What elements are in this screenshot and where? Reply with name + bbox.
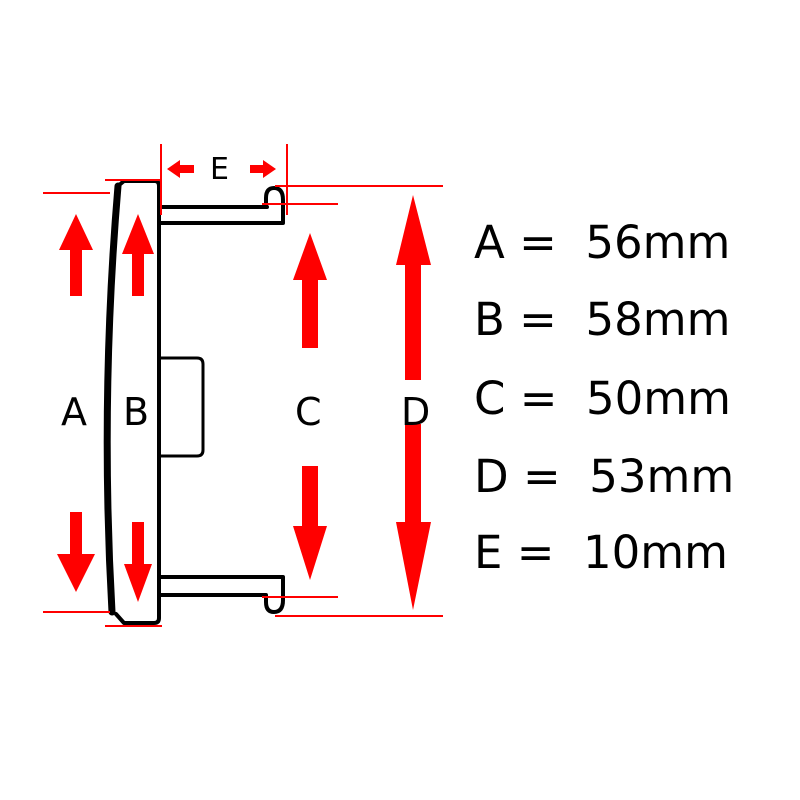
cap-outline (103, 179, 285, 625)
arrow-a-down-icon (57, 512, 95, 592)
arrow-e-left-icon (167, 160, 194, 178)
label-a: A (61, 390, 87, 434)
label-d: D (401, 390, 431, 434)
label-c: C (295, 390, 322, 434)
arrow-d-down-icon (396, 424, 431, 610)
arrow-c-down-icon (293, 466, 327, 580)
label-b: B (123, 390, 150, 434)
arrow-b-up-icon (122, 214, 154, 296)
arrow-d-up-icon (396, 195, 431, 380)
label-e: E (210, 152, 229, 187)
dimension-arrows (57, 160, 431, 610)
spec-b: B = 58mm (474, 293, 731, 346)
arrow-e-right-icon (250, 160, 276, 178)
spec-d: D = 53mm (474, 450, 735, 503)
arrow-c-up-icon (293, 233, 327, 348)
arrow-b-down-icon (124, 522, 152, 602)
arrow-a-up-icon (59, 214, 93, 296)
spec-c: C = 50mm (474, 372, 731, 425)
dimension-lines (43, 144, 443, 627)
spec-a: A = 56mm (474, 216, 731, 269)
spec-e: E = 10mm (474, 526, 728, 579)
